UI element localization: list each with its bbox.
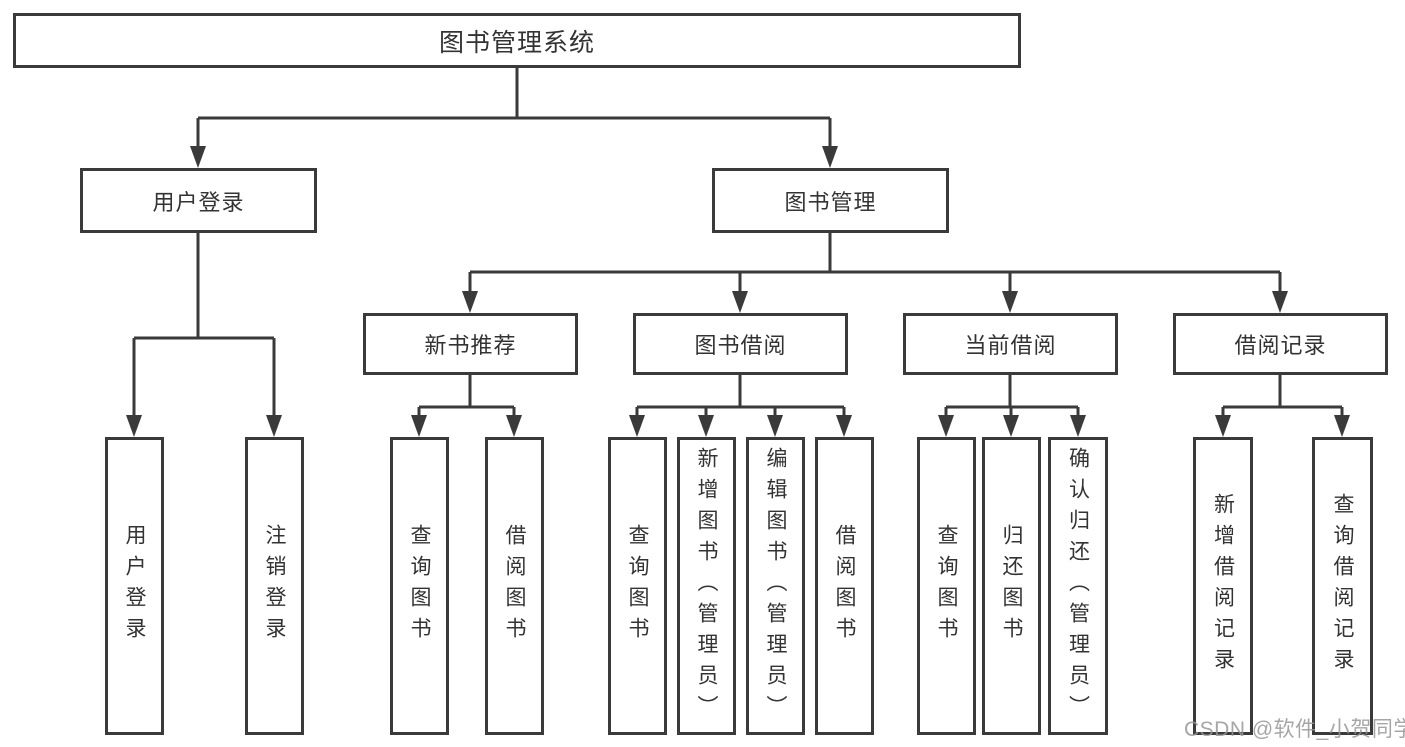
leaf-add-borrow-record: 新增借阅记录 xyxy=(1193,437,1253,735)
connector-root-to-level2 xyxy=(190,68,838,168)
node-root-library-system: 图书管理系统 xyxy=(13,13,1021,68)
leaf-query-books-current: 查询图书 xyxy=(917,437,976,735)
csdn-watermark: CSDN @软件_小贺同学 xyxy=(1184,718,1405,741)
leaf-edit-books-admin: 编辑图书（管理员） xyxy=(746,437,805,735)
node-book-management: 图书管理 xyxy=(712,168,949,233)
leaf-query-books-recommend: 查询图书 xyxy=(390,437,449,735)
leaf-return-books: 归还图书 xyxy=(982,437,1041,735)
connector-current-borrow-to-leaves xyxy=(938,375,1086,437)
connector-borrow-records-to-leaves xyxy=(1215,375,1350,437)
connector-user-login-to-leaves xyxy=(126,233,282,437)
leaf-user-login: 用户登录 xyxy=(105,437,164,735)
leaf-add-books-admin: 新增图书（管理员） xyxy=(677,437,736,735)
node-borrow-records: 借阅记录 xyxy=(1173,313,1388,375)
node-book-borrow: 图书借阅 xyxy=(633,313,848,375)
node-current-borrow: 当前借阅 xyxy=(903,313,1118,375)
leaf-query-borrow-record: 查询借阅记录 xyxy=(1312,437,1373,735)
node-new-book-recommend: 新书推荐 xyxy=(363,313,578,375)
leaf-logout: 注销登录 xyxy=(245,437,304,735)
connector-new-book-recommend-to-leaves xyxy=(411,375,522,437)
leaf-borrow-books: 借阅图书 xyxy=(815,437,874,735)
leaf-borrow-books-recommend: 借阅图书 xyxy=(485,437,544,735)
node-user-login: 用户登录 xyxy=(80,168,317,233)
connector-book-borrow-to-leaves xyxy=(629,375,852,437)
connector-book-management-to-level3 xyxy=(462,233,1288,313)
leaf-query-books-borrow: 查询图书 xyxy=(608,437,667,735)
leaf-confirm-return-admin: 确认归还（管理员） xyxy=(1048,437,1108,735)
